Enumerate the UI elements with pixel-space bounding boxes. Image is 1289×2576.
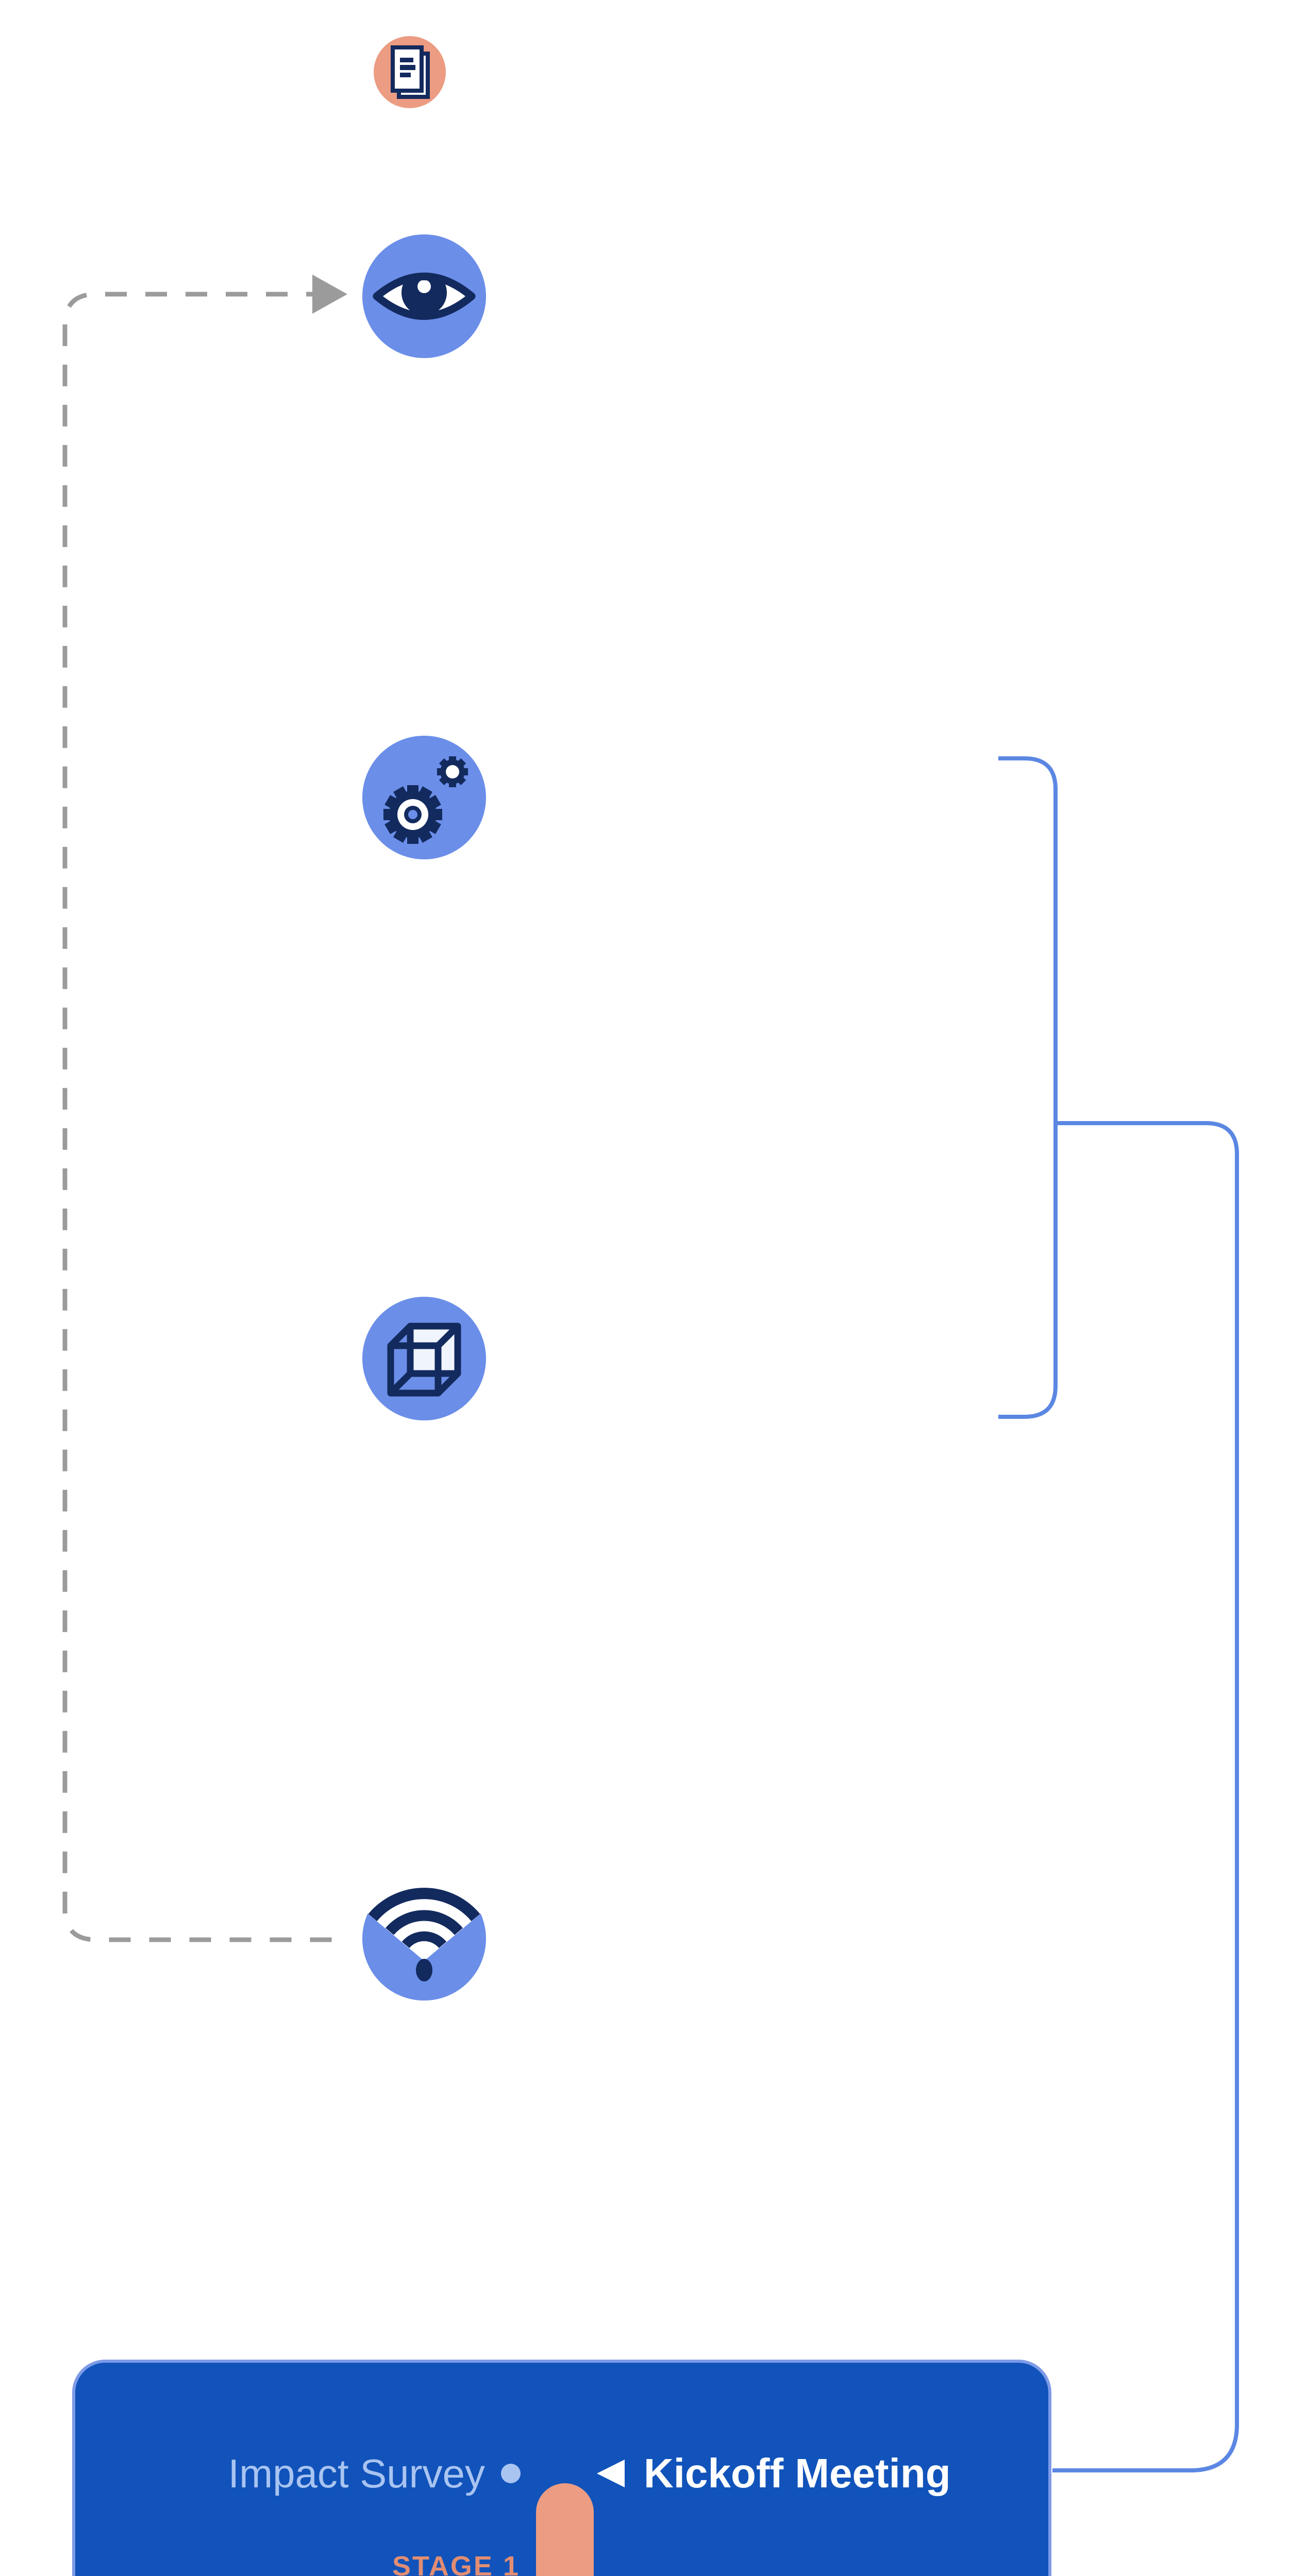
timeline-panel: Impact Survey Kickoff Meeting STAGE 1 Re… <box>72 2360 1051 2576</box>
bracket-to-timeline-connector <box>1052 1121 1239 2472</box>
gears-icon <box>362 736 486 859</box>
kickoff-left-label: Impact Survey <box>228 2451 485 2496</box>
feedback-loop-dashed-line <box>62 275 349 1942</box>
kickoff-right-label: Kickoff Meeting <box>644 2450 951 2496</box>
document-pages-icon <box>374 36 446 108</box>
bracket-connector <box>998 756 1058 1419</box>
stage1-bar <box>536 2483 594 2576</box>
cube-icon <box>362 1297 486 1420</box>
stage1-label: STAGE 1 <box>392 2551 520 2576</box>
event-dot <box>501 2464 521 2483</box>
arrow-right-icon <box>312 275 347 314</box>
wifi-icon <box>358 1874 491 2001</box>
eye-icon <box>362 234 486 358</box>
arrow-left-icon <box>597 2460 625 2487</box>
